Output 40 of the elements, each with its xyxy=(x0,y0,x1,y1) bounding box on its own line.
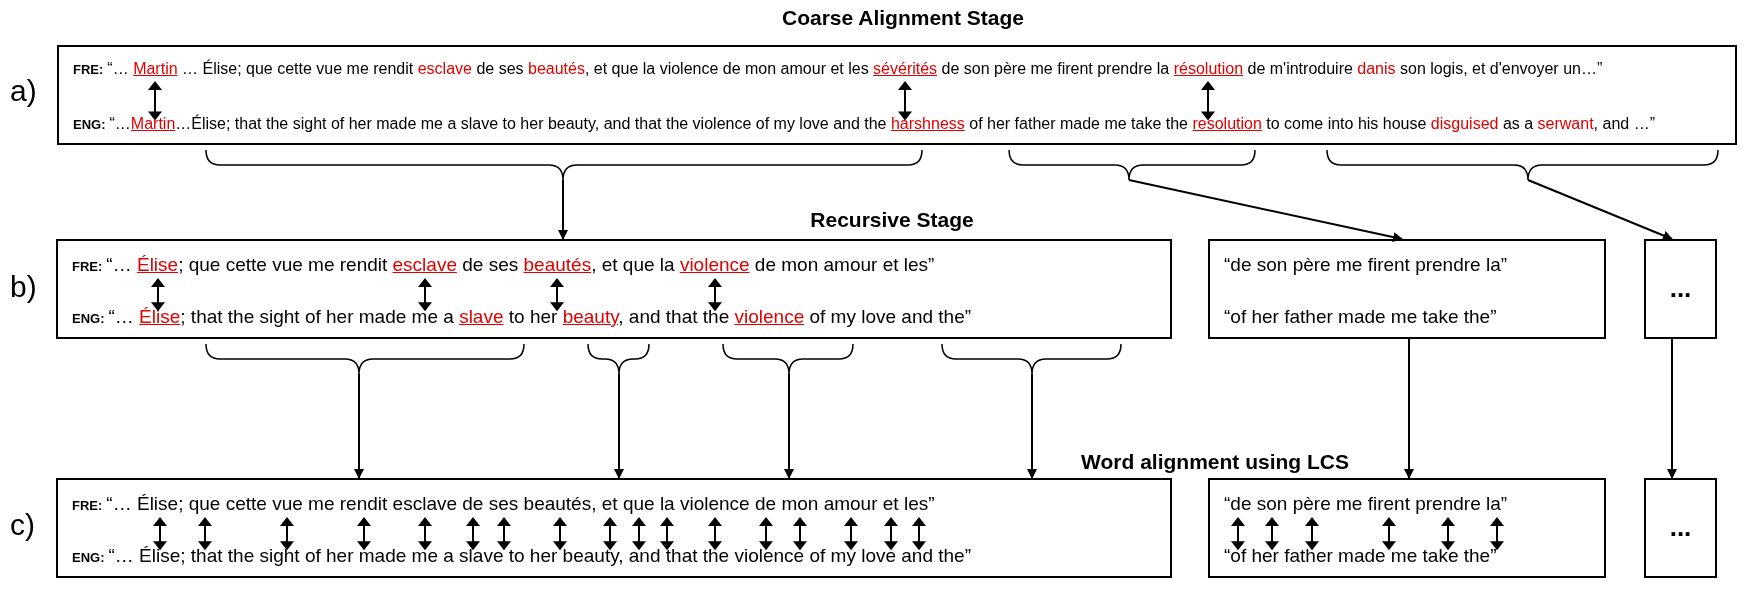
arrow xyxy=(1667,338,1677,479)
sentence-text: “of her father made me take the” xyxy=(1224,306,1497,328)
arrow xyxy=(1404,338,1414,479)
sentence-text: “…Martin…Élise; that the sight of her made me a slave to her beauty, and that the violence of my love and the harshness of her father made me take the resolution to come into his house disguised as a serwant, and …” xyxy=(109,115,1655,133)
language-tag: ENG: xyxy=(72,550,105,566)
language-tag: FRE: xyxy=(72,259,103,274)
stage-title: Recursive Stage xyxy=(810,208,974,232)
sentence-text: “… Élise; que cette vue me rendit esclave de ses beautés, et que la violence de mon amour et les” xyxy=(106,254,935,275)
arrow xyxy=(558,179,568,240)
text-box xyxy=(57,45,1737,145)
language-tag: FRE: xyxy=(72,498,103,513)
ellipsis-text: ... xyxy=(1669,512,1692,543)
text-box xyxy=(1208,478,1606,578)
sentence-text: “… Martin … Élise; que cette vue me rendit esclave de ses beautés, et que la violence de mon amour et les sévérités de son père me firent prendre la résolution de m'introduire danis son logis, et d'envoyer un…” xyxy=(107,60,1603,77)
language-tag: ENG: xyxy=(72,311,105,327)
sentence-text: “de son père me firent prendre la” xyxy=(1224,254,1508,275)
arrow xyxy=(1027,373,1037,479)
arrow xyxy=(784,373,794,479)
row-label: b) xyxy=(10,270,37,304)
language-tag: FRE: xyxy=(73,62,104,77)
stage-title: Coarse Alignment Stage xyxy=(782,6,1024,30)
sentence-text: “of her father made me take the” xyxy=(1224,545,1497,567)
sentence-text: “… Élise; que cette vue me rendit esclave de ses beautés, et que la violence de mon amour et les” xyxy=(106,493,935,514)
text-box xyxy=(1644,239,1717,339)
arrow xyxy=(354,373,364,479)
arrow xyxy=(1128,179,1403,242)
text-box xyxy=(1644,478,1717,578)
text-box xyxy=(56,478,1172,578)
language-tag: ENG: xyxy=(73,117,106,133)
row-label: c) xyxy=(10,508,35,542)
ellipsis-text: ... xyxy=(1669,273,1692,304)
arrow xyxy=(1527,179,1673,241)
sentence-text: “… Élise; that the sight of her made me a slave to her beauty, and that the violence of my love and the” xyxy=(108,306,972,328)
row-label: a) xyxy=(10,74,37,108)
arrow xyxy=(614,373,624,479)
text-box xyxy=(56,239,1172,339)
sentence-text: “de son père me firent prendre la” xyxy=(1224,493,1508,514)
text-box xyxy=(1208,239,1606,339)
stage-title: Word alignment using LCS xyxy=(1081,450,1349,474)
sentence-text: “… Élise; that the sight of her made me a slave to her beauty, and that the violence of my love and the” xyxy=(108,545,971,567)
